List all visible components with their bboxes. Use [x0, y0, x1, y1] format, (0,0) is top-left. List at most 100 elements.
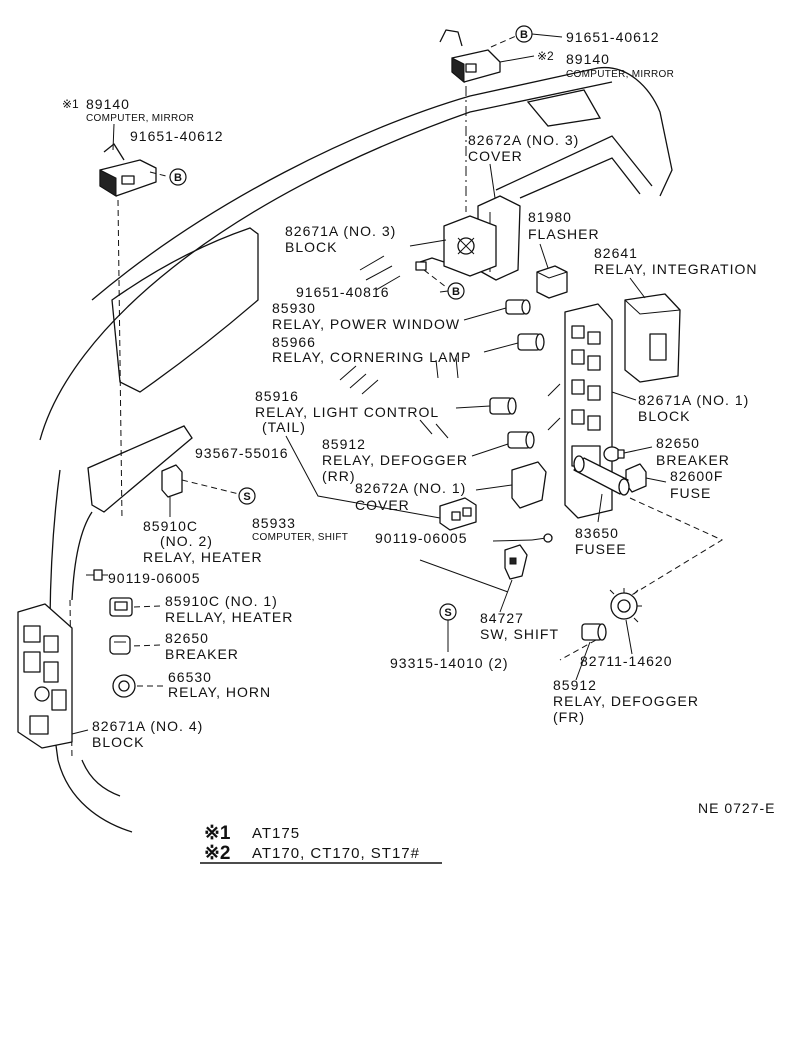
relay-integration-number: 82641 [594, 245, 638, 261]
relay-horn-number: 66530 [168, 669, 212, 685]
bolt-callout-letter: B [520, 29, 528, 41]
screw-shift [531, 533, 553, 543]
relay-horn [112, 674, 136, 698]
relay-heater-no2 [161, 464, 183, 498]
breaker-right-number: 82650 [656, 435, 700, 451]
relay-defogger-fr-number: 85912 [553, 677, 597, 693]
relay-heater-no2-number: 85910C [143, 518, 198, 534]
relay-defogger-rr-note: (RR) [322, 468, 356, 484]
screw-callout-heater: S [238, 487, 256, 505]
relay-defogger-rr-number: 85912 [322, 436, 366, 452]
mirror-computer-top-number: 89140 [566, 51, 610, 67]
mirror-computer-left-ref: ※1 [62, 97, 79, 111]
relay-heater-no1-name: RELLAY, HEATER [165, 609, 293, 625]
relay-defogger-fr [581, 623, 607, 641]
cover-no1-number: 82672A (NO. 1) [355, 480, 466, 496]
bolt-callout-letter: B [452, 286, 460, 298]
bolt-block-number: 91651-40816 [296, 284, 390, 300]
cover-no3-number: 82672A (NO. 3) [468, 132, 579, 148]
mirror-computer-left-number: 89140 [86, 96, 130, 112]
relay-light-control-name: RELAY, LIGHT CONTROL [255, 404, 439, 420]
bolt-callout-top: B [515, 25, 533, 43]
note-2-models: AT170, CT170, ST17# [252, 845, 420, 862]
screw-shift-number: 90119-06005 [375, 530, 467, 546]
screw-switch-number: 93315-14010 (2) [390, 655, 509, 671]
flasher-name: FLASHER [528, 226, 600, 242]
screw-heater-number: 93567-55016 [195, 445, 289, 461]
breaker-right [603, 446, 625, 462]
bolt-top-number: 91651-40612 [566, 29, 660, 45]
block-no4-number: 82671A (NO. 4) [92, 718, 203, 734]
relay-heater-no2-note: (NO. 2) [160, 533, 213, 549]
mirror-computer-top-ref: ※2 [537, 49, 554, 63]
note-1-mark: ※1 [204, 823, 231, 844]
relay-heater-no2-name: RELAY, HEATER [143, 549, 263, 565]
breaker-right-name: BREAKER [656, 452, 730, 468]
relay-power-window-number: 85930 [272, 300, 316, 316]
breaker-left-number: 82650 [165, 630, 209, 646]
bolt-callout-left: B [169, 168, 187, 186]
relay-power-window-name: RELAY, POWER WINDOW [272, 316, 460, 332]
part-labels: 91651-40612 ※2 89140 COMPUTER, MIRROR ※1… [62, 29, 757, 750]
cover-no3-name: COVER [468, 148, 523, 164]
block-no3-name: BLOCK [285, 239, 337, 255]
diagram-code: NE 0727-E [698, 800, 775, 816]
block-no4-name: BLOCK [92, 734, 144, 750]
fuse-number: 82600F [670, 468, 723, 484]
fusee-number: 83650 [575, 525, 619, 541]
relay-light-control-number: 85916 [255, 388, 299, 404]
cover-no1 [511, 461, 547, 509]
note-2-mark: ※2 [204, 843, 231, 864]
block-no1-name: BLOCK [638, 408, 690, 424]
bolt-callout-block: B [447, 282, 465, 300]
breaker-left [109, 635, 131, 655]
mirror-computer-left [99, 143, 157, 197]
relay-cornering-lamp-name: RELAY, CORNERING LAMP [272, 349, 471, 365]
screw-callout-switch: S [439, 603, 457, 621]
relay-integration-name: RELAY, INTEGRATION [594, 261, 757, 277]
flasher-number: 81980 [528, 209, 572, 225]
relay-cornering-lamp [517, 333, 545, 351]
relay-light-control [489, 397, 517, 415]
mirror-computer-top [439, 29, 501, 84]
fusee-name: FUSEE [575, 541, 627, 557]
relay-power-window [505, 299, 531, 315]
bolt-callout-letter: B [174, 172, 182, 184]
computer-shift-number: 85933 [252, 515, 296, 531]
socket-fr-number: 82711-14620 [580, 653, 672, 669]
screw-left [93, 569, 108, 581]
mirror-computer-left-name: COMPUTER, MIRROR [86, 113, 194, 124]
computer-shift [439, 497, 477, 531]
switch-shift-number: 84727 [480, 610, 524, 626]
fuse-name: FUSE [670, 485, 711, 501]
relay-heater-no1 [109, 597, 133, 617]
screw-left-number: 90119-06005 [108, 570, 200, 586]
fusee [573, 455, 630, 496]
mirror-computer-top-name: COMPUTER, MIRROR [566, 69, 674, 80]
relay-horn-name: RELAY, HORN [168, 684, 271, 700]
block-no3-number: 82671A (NO. 3) [285, 223, 396, 239]
cover-no1-name: COVER [355, 497, 410, 513]
bolt-left-number: 91651-40612 [130, 128, 224, 144]
note-1-models: AT175 [252, 825, 300, 842]
socket-fr [609, 588, 642, 623]
leader-lines [71, 33, 724, 735]
relay-light-control-note: (TAIL) [262, 419, 306, 435]
relay-defogger-fr-name: RELAY, DEFOGGER [553, 693, 699, 709]
screw-callout-letter: S [243, 491, 250, 503]
block-no3 [415, 215, 497, 277]
relay-integration [624, 293, 681, 383]
relay-defogger-fr-note: (FR) [553, 709, 585, 725]
breaker-left-name: BREAKER [165, 646, 239, 662]
instrument-panel-outline [39, 66, 673, 833]
relay-defogger-rr-name: RELAY, DEFOGGER [322, 452, 468, 468]
block-no1-number: 82671A (NO. 1) [638, 392, 749, 408]
switch-shift [504, 544, 528, 580]
flasher [536, 265, 568, 299]
switch-shift-name: SW, SHIFT [480, 626, 559, 642]
screw-callout-letter: S [444, 607, 451, 619]
relay-cornering-lamp-number: 85966 [272, 334, 316, 350]
relay-defogger-rr [507, 431, 535, 449]
block-no4 [17, 603, 73, 749]
